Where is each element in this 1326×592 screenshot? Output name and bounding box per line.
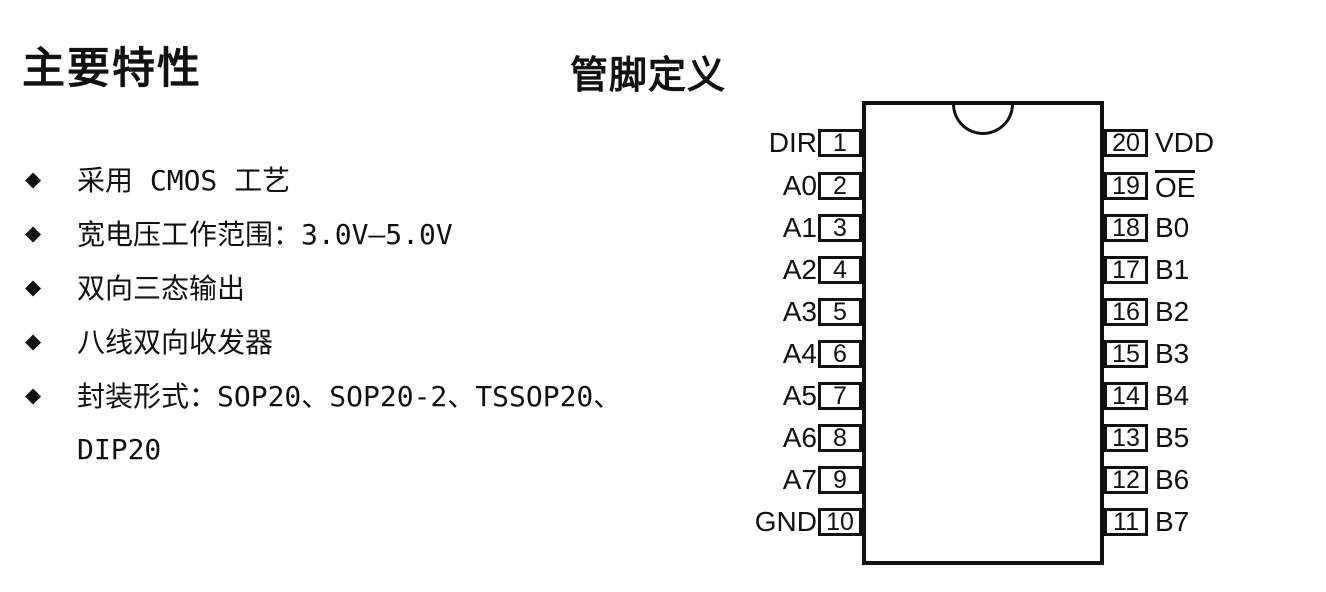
pin-number-box: 20 [1104,129,1148,157]
pin-number-box: 5 [818,298,862,326]
pin-label: B5 [1155,422,1190,453]
pin-number-box: 3 [818,214,862,242]
pin-row-20: 20 VDD [1104,129,1214,157]
pin-number-box: 4 [818,256,862,284]
features-list: ◆ 采用 CMOS 工艺 ◆ 宽电压工作范围：3.0V—5.0V ◆ 双向三态输… [25,152,621,476]
diamond-bullet-icon: ◆ [25,274,42,299]
feature-text: 封装形式：SOP20、SOP20-2、TSSOP20、 [77,380,622,413]
feature-text: DIP20 [77,432,162,466]
pin-label: B0 [1155,212,1190,243]
pin-number-box: 8 [818,424,862,452]
pin-row-7: A5 7 [740,382,862,410]
pin-label: B3 [1155,338,1190,369]
pin-number-box: 9 [818,466,862,494]
pinout-section-title: 管脚定义 [570,55,727,97]
diamond-bullet-icon: ◆ [25,382,42,407]
pin-row-12: 12 B6 [1104,466,1189,494]
pin-number-box: 1 [818,129,862,157]
pin-label-active-low: OE [1155,170,1196,203]
pin-number-box: 16 [1104,298,1148,326]
diamond-bullet-icon: ◆ [25,220,42,245]
feature-item: ◆ 采用 CMOS 工艺 [25,152,585,206]
pin-number-box: 18 [1104,214,1148,242]
feature-item: ◆ 宽电压工作范围：3.0V—5.0V [25,206,585,260]
pin-label: A3 [782,296,817,327]
pin-label: DIR [768,127,817,158]
feature-item: ◆ 双向三态输出 [25,260,585,314]
pin-label: B4 [1155,380,1190,411]
feature-text: 采用 CMOS 工艺 [77,164,291,197]
pin-number-box: 10 [818,508,862,536]
pin-row-11: 11 B7 [1104,508,1189,536]
pin-number-box: 11 [1104,508,1148,536]
pin-label: A6 [782,422,817,453]
pin-number-box: 7 [818,382,862,410]
pin-row-13: 13 B5 [1104,424,1189,452]
pin-label: B1 [1155,254,1190,285]
pin-row-1: DIR 1 [740,129,862,157]
pin-row-14: 14 B4 [1104,382,1189,410]
features-section-title: 主要特性 [22,45,202,93]
pin-row-10: GND 10 [740,508,862,536]
pin-number-box: 2 [818,172,862,200]
pin-label: B7 [1155,506,1190,537]
pin-row-6: A4 6 [740,340,862,368]
pin-number-box: 13 [1104,424,1148,452]
feature-item-continuation: DIP20 [25,422,585,476]
diamond-bullet-icon: ◆ [25,328,42,353]
pin-row-4: A2 4 [740,256,862,284]
pin-number-box: 14 [1104,382,1148,410]
pin-row-18: 18 B0 [1104,214,1189,242]
pin-row-17: 17 B1 [1104,256,1189,284]
pin-row-9: A7 9 [740,466,862,494]
pin-label: A7 [782,464,817,495]
pin-number-box: 6 [818,340,862,368]
pin-label: GND [754,506,817,537]
feature-text: 双向三态输出 [77,272,246,305]
pin-row-15: 15 B3 [1104,340,1189,368]
pin-number-box: 17 [1104,256,1148,284]
diamond-bullet-icon: ◆ [25,166,42,191]
pin-number-box: 19 [1104,172,1148,200]
pin-label: VDD [1155,127,1215,158]
feature-item: ◆ 封装形式：SOP20、SOP20-2、TSSOP20、 [25,368,621,422]
feature-item: ◆ 八线双向收发器 [25,314,585,368]
pinout-diagram: DIR 1 A0 2 A1 3 A2 4 A3 5 A4 6 A5 7 A6 8 [740,95,1240,592]
pin-row-3: A1 3 [740,214,862,242]
feature-text: 宽电压工作范围：3.0V—5.0V [77,218,453,251]
pin-label: A4 [782,338,817,369]
pin-label: B6 [1155,464,1190,495]
pin-row-16: 16 B2 [1104,298,1189,326]
pin-number-box: 15 [1104,340,1148,368]
pin-label: A5 [782,380,817,411]
pin-row-2: A0 2 [740,172,862,200]
pin-label: B2 [1155,296,1190,327]
chip-body [862,101,1104,565]
pin-label: A1 [782,212,817,243]
pin-number-box: 12 [1104,466,1148,494]
pin-label: A2 [782,254,817,285]
pin-row-19: 19 OE [1104,170,1196,203]
feature-text: 八线双向收发器 [77,326,274,359]
pin-row-5: A3 5 [740,298,862,326]
pin-row-8: A6 8 [740,424,862,452]
pin-label: A0 [782,170,817,201]
